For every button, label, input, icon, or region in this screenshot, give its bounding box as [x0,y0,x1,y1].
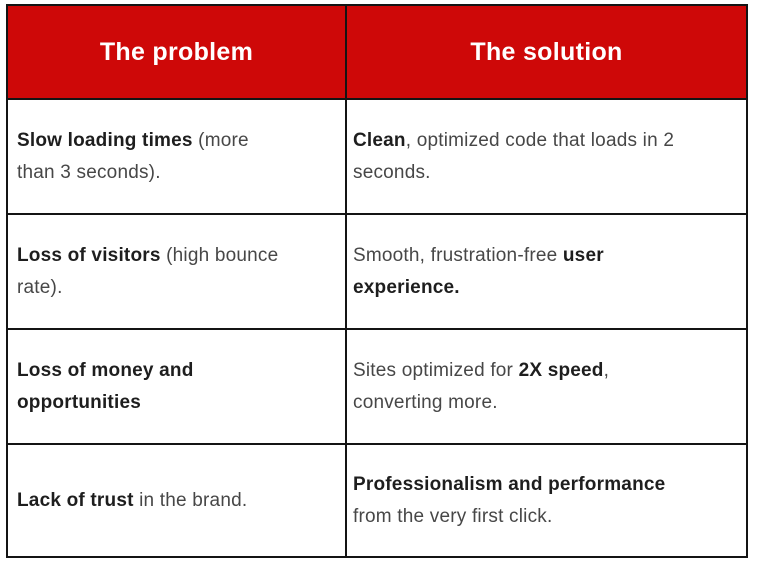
header-label-solution: The solution [470,38,623,66]
text-line: seconds. [353,157,738,189]
regular-text: rate). [17,276,63,298]
text-line: Clean, optimized code that loads in 2 [353,125,738,157]
text-line: Professionalism and performance [353,469,738,501]
regular-text: Sites optimized for [353,359,519,381]
header-label-problem: The problem [99,38,254,66]
header-cell-solution: The solution [347,6,746,100]
bold-text: user [562,244,604,266]
text-line: Lack of trust in the brand. [17,485,335,517]
bold-text: Slow loading times [17,129,193,151]
problem-cell: Slow loading times (more than 3 seconds). [8,100,347,215]
bold-text: opportunities [17,391,141,413]
bold-text: Loss of visitors [17,244,161,266]
problem-cell: Loss of visitors (high bounce rate). [8,215,347,330]
bold-text: Clean [353,129,406,151]
regular-text: Smooth, frustration-free [353,244,563,266]
regular-text: in the brand. [133,489,248,511]
regular-text: (more [192,129,249,151]
regular-text: from the very first click. [353,505,553,527]
text-line: Loss of money and [17,355,335,387]
problem-solution-table: The problem The solution Slow loading ti… [6,4,748,558]
problem-cell: Loss of money and opportunities [8,330,347,445]
bold-text: Professionalism and performance [353,473,666,495]
regular-text: , optimized code that loads in 2 [405,129,675,151]
solution-cell: Smooth, frustration-free user experience. [347,215,746,330]
regular-text: (high bounce [160,244,279,266]
text-line: Smooth, frustration-free user [353,240,738,272]
regular-text: , [603,359,610,381]
text-line: rate). [17,272,335,304]
text-line: experience. [353,272,738,304]
regular-text: seconds. [353,161,431,183]
bold-text: Loss of money and [17,359,194,381]
text-line: Loss of visitors (high bounce [17,240,335,272]
problem-cell: Lack of trust in the brand. [8,445,347,556]
text-line: Slow loading times (more [17,125,335,157]
text-line: opportunities [17,387,335,419]
regular-text: converting more. [353,391,498,413]
solution-cell: Clean, optimized code that loads in 2 sec… [347,100,746,215]
regular-text: than 3 seconds). [17,161,161,183]
text-line: Sites optimized for 2X speed, [353,355,738,387]
solution-cell: Sites optimized for 2X speed, converting … [347,330,746,445]
bold-text: Lack of trust [17,489,134,511]
text-line: than 3 seconds). [17,157,335,189]
header-cell-problem: The problem [8,6,347,100]
text-line: from the very first click. [353,501,738,533]
text-line: converting more. [353,387,738,419]
bold-text: 2X speed [518,359,604,381]
solution-cell: Professionalism and performance from the … [347,445,746,556]
bold-text: experience. [353,276,460,298]
